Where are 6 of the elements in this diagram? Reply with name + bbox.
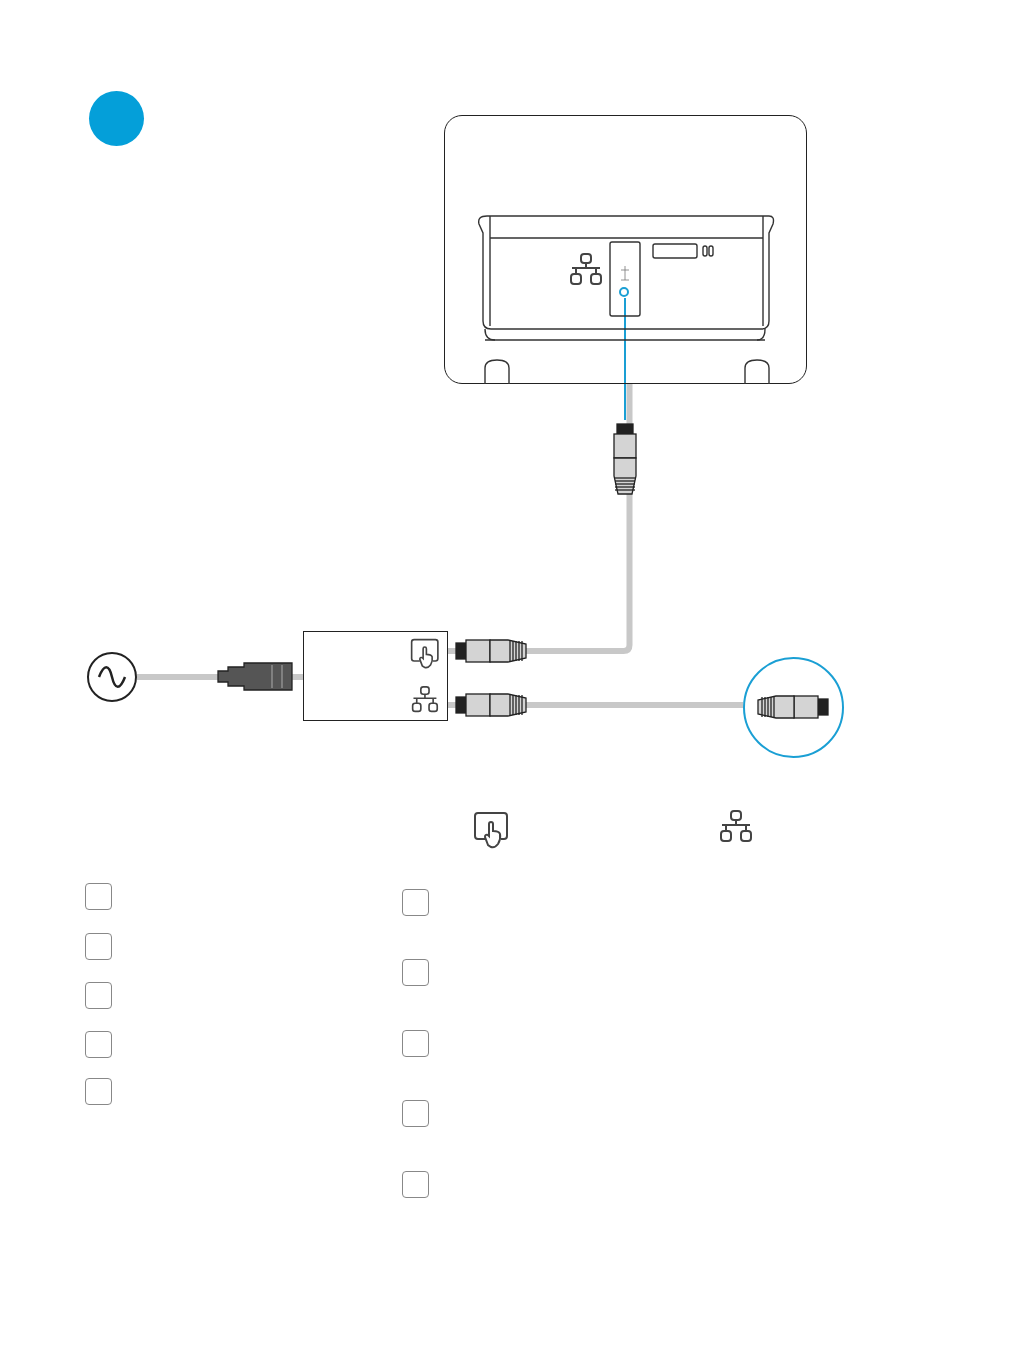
leader-line	[624, 297, 626, 421]
power-injector-box	[303, 631, 448, 721]
power-outlet-symbol	[87, 652, 137, 702]
port-marker	[619, 287, 630, 298]
cable	[448, 702, 744, 708]
device-back	[444, 115, 807, 384]
